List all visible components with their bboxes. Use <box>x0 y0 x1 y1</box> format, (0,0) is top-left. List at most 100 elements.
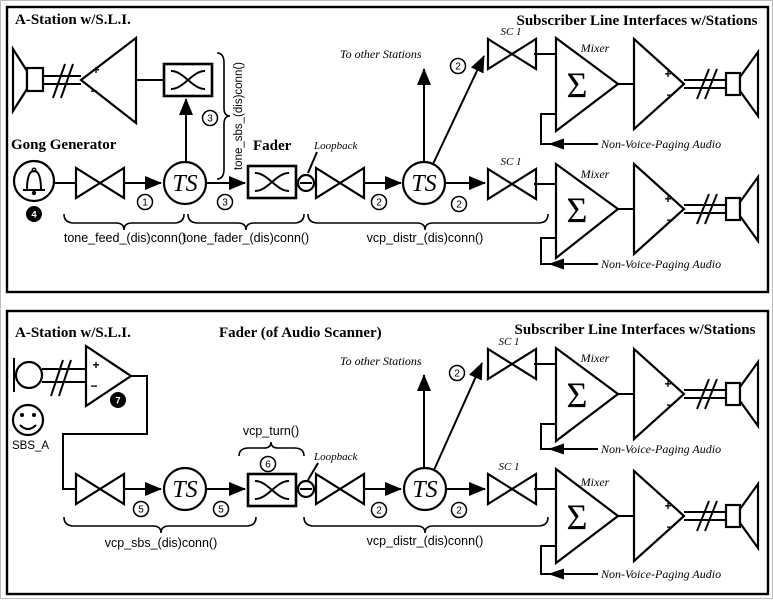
non-voice-feed-line <box>540 423 598 450</box>
left-arrowhead-icon <box>548 443 564 455</box>
amp-minus: − <box>90 84 97 98</box>
non-voice-label: Non-Voice-Paging Audio <box>600 137 721 151</box>
distribution-arrow <box>433 362 483 471</box>
smiley-icon <box>11 403 45 437</box>
step-5: 5 <box>218 505 224 516</box>
left-arrowhead-icon <box>548 568 564 580</box>
brace <box>303 516 549 534</box>
step-6: 6 <box>265 460 271 471</box>
ts-label: TS <box>411 171 436 197</box>
mixer-icon: Σ <box>554 35 620 134</box>
non-voice-feed-line <box>540 237 598 265</box>
top-panel: A-Station w/S.L.I. Subscriber Line Inter… <box>5 5 770 294</box>
step-2: 2 <box>455 62 461 73</box>
to-other-stations-label: To other Stations <box>340 47 422 61</box>
amp-minus: − <box>666 520 673 534</box>
ts-switch: TS <box>162 160 208 206</box>
ts-switch: TS <box>401 160 447 206</box>
sc1-valve-icon <box>486 167 538 201</box>
step-7: 7 <box>115 396 120 407</box>
line-amp-icon: + − <box>632 468 686 564</box>
subscriber-title: Subscriber Line Interfaces w/Stations <box>517 13 758 29</box>
left-arrowhead-icon <box>548 138 564 150</box>
microphone-icon <box>13 358 86 397</box>
ts-label: TS <box>172 171 197 197</box>
mixer-icon: Σ <box>554 466 620 566</box>
amp-plus: + <box>664 192 671 206</box>
ts-label: TS <box>412 477 437 503</box>
step-3: 3 <box>207 114 213 125</box>
sbs-a-label: SBS_A <box>12 440 49 452</box>
gong-generator-title: Gong Generator <box>11 137 117 153</box>
valve-icon <box>74 472 126 506</box>
ts-label: TS <box>172 477 197 503</box>
amp-plus: + <box>664 377 671 391</box>
amp-minus: − <box>666 398 673 412</box>
amp-plus: + <box>92 358 99 372</box>
brace <box>63 213 185 231</box>
ts-switch: TS <box>402 466 448 512</box>
vcp-turn-call: vcp_turn() <box>243 424 299 438</box>
to-other-stations-label: To other Stations <box>340 354 422 368</box>
step-2: 2 <box>376 506 382 517</box>
loopback-label: Loopback <box>313 451 359 463</box>
mic-to-valve-line <box>62 375 148 490</box>
line-amp-icon: + − <box>632 36 686 132</box>
subscriber-speaker-icon <box>724 175 760 243</box>
fader-box-icon <box>246 164 298 200</box>
sc1-label: SC 1 <box>500 26 521 38</box>
valve-icon <box>314 472 366 506</box>
sc1-valve-icon <box>486 472 538 506</box>
step-2: 2 <box>454 369 460 380</box>
scanner-fader-box-icon <box>246 472 298 508</box>
subscriber-title: Subscriber Line Interfaces w/Stations <box>515 322 756 338</box>
brace <box>238 441 305 457</box>
loopback-pointer <box>307 462 319 481</box>
vcp-distr-call: vcp_distr_(dis)conn() <box>367 534 484 548</box>
sc1-valve-icon <box>486 37 538 71</box>
subscriber-speaker-icon <box>724 360 760 428</box>
bottom-panel: A-Station w/S.L.I. Fader (of Audio Scann… <box>5 309 770 596</box>
mixer-label: Mixer <box>580 475 610 489</box>
line-break-hatch-icon <box>52 63 74 99</box>
step-2: 2 <box>456 200 462 211</box>
step-2: 2 <box>376 198 382 209</box>
vcp-distr-call: vcp_distr_(dis)conn() <box>367 231 484 245</box>
sigma-label: Σ <box>567 375 588 415</box>
brace <box>216 52 231 180</box>
fader-scanner-title: Fader (of Audio Scanner) <box>219 325 382 341</box>
brace <box>187 213 305 231</box>
non-voice-label: Non-Voice-Paging Audio <box>600 442 721 456</box>
mixer-label: Mixer <box>580 167 610 181</box>
sc1-label: SC 1 <box>500 156 521 168</box>
subscriber-speaker-icon <box>724 482 760 550</box>
amp-minus: − <box>666 213 673 227</box>
brace <box>307 213 549 231</box>
mixer-icon: Σ <box>554 345 620 444</box>
mixer-label: Mixer <box>580 41 610 55</box>
a-station-title: A-Station w/S.L.I. <box>15 325 131 341</box>
subscriber-speaker-icon <box>724 50 760 118</box>
sigma-label: Σ <box>567 190 588 230</box>
speaker-line-hatch-icon <box>683 68 727 100</box>
amp-plus: + <box>664 67 671 81</box>
amp-minus: − <box>666 88 673 102</box>
brace <box>63 516 257 534</box>
non-voice-feed-line <box>540 545 598 575</box>
speaker-line-hatch-icon <box>683 378 727 410</box>
bell-icon <box>12 159 56 203</box>
distribution-arrow <box>432 55 485 165</box>
loopback-node-icon <box>296 173 316 193</box>
loopback-label: Loopback <box>313 140 359 152</box>
mixer-label: Mixer <box>580 351 610 365</box>
a-station-title: A-Station w/S.L.I. <box>15 12 131 28</box>
line-amp-icon: + − <box>632 161 686 257</box>
sc1-label: SC 1 <box>498 461 519 473</box>
amp-minus: − <box>90 379 97 393</box>
tone-fader-box-icon <box>162 62 214 98</box>
bottom-panel-border <box>5 309 770 596</box>
tone-fader-call: tone_fader_(dis)conn() <box>183 231 309 245</box>
station-speaker-icon <box>11 45 81 115</box>
step-2: 2 <box>456 506 462 517</box>
